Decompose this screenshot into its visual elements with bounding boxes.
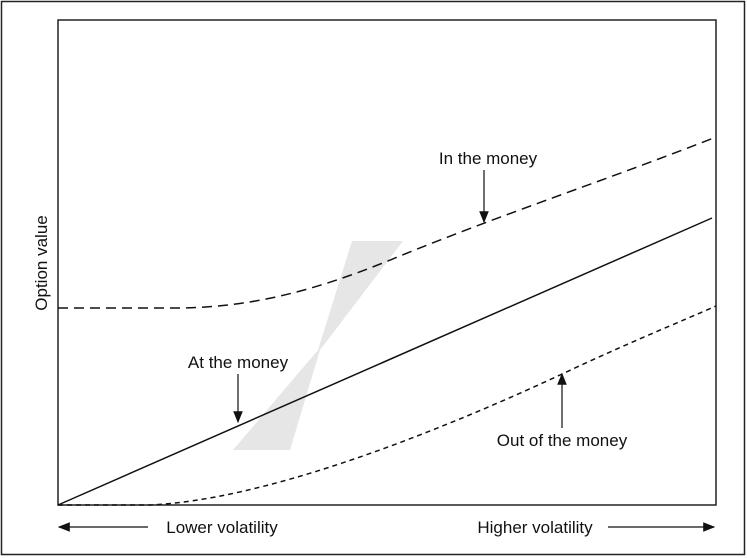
label-at-the-money: At the money [188,353,289,372]
x-label-higher-volatility: Higher volatility [477,518,593,537]
label-out-of-the-money: Out of the money [497,431,628,450]
y-axis-label: Option value [32,215,51,310]
watermark-shape [233,241,403,450]
series-at-the-money [57,217,713,506]
plot-area [57,19,717,506]
label-in-the-money: In the money [439,149,538,168]
series-in-the-money [58,136,717,309]
x-label-lower-volatility: Lower volatility [166,518,278,537]
series-out-of-the-money [58,305,717,506]
